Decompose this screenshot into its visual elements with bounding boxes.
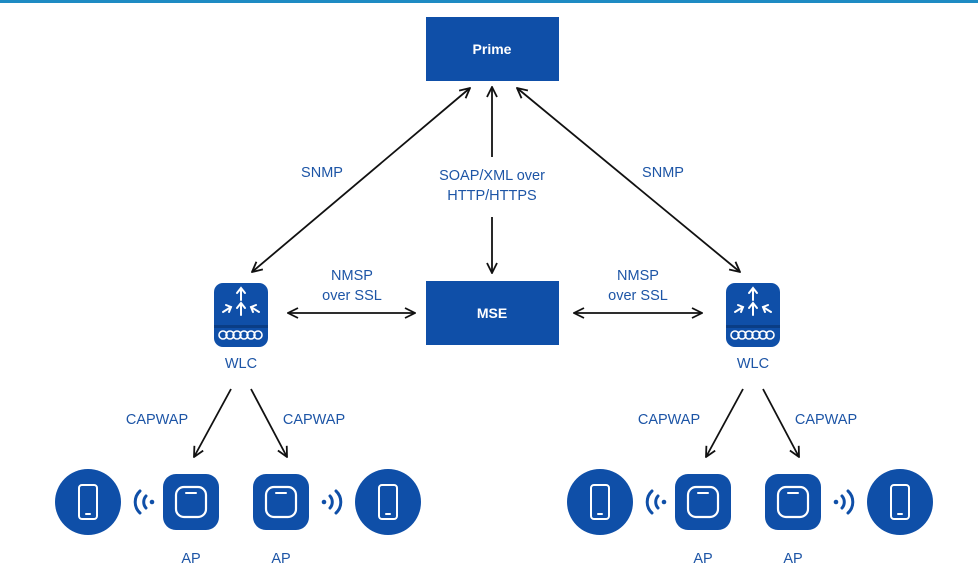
capwap-arrow-2	[250, 388, 287, 457]
nmsp-right-label-line1: NMSP	[617, 268, 659, 284]
mobile-phone-icon	[566, 468, 634, 536]
access-point-icon	[673, 472, 733, 532]
capwap-label-1: CAPWAP	[126, 412, 188, 428]
wlc-right-label: WLC	[737, 356, 769, 372]
prime-label: Prime	[473, 41, 512, 57]
access-point-icon	[763, 472, 823, 532]
access-point-icon	[251, 472, 311, 532]
ap-1: AP	[161, 472, 221, 567]
mobile-phone-icon	[866, 468, 934, 536]
capwap-arrow-3	[706, 388, 744, 457]
mobile-phone-icon	[54, 468, 122, 536]
capwap-label-4: CAPWAP	[795, 412, 857, 428]
wlc-left: WLC	[213, 282, 269, 372]
top-accent-bar	[0, 0, 978, 3]
soap-label-line1: SOAP/XML over	[439, 168, 545, 184]
nmsp-left-label-line2: over SSL	[322, 288, 382, 304]
ap-4: AP	[763, 472, 823, 567]
capwap-label-3: CAPWAP	[638, 412, 700, 428]
soap-label-line2: HTTP/HTTPS	[447, 188, 536, 204]
access-point-icon	[161, 472, 221, 532]
wireless-signal-icon	[133, 489, 156, 515]
mse-label: MSE	[477, 305, 507, 321]
snmp-right-label: SNMP	[642, 165, 684, 181]
ap-1-label: AP	[181, 551, 200, 567]
ap-2-label: AP	[271, 551, 290, 567]
ap-2: AP	[251, 472, 311, 567]
capwap-arrow-1	[194, 388, 232, 457]
wireless-signal-icon	[320, 489, 343, 515]
ap-4-label: AP	[783, 551, 802, 567]
wlc-right: WLC	[725, 282, 781, 372]
snmp-left-label: SNMP	[301, 165, 343, 181]
wireless-controller-icon	[725, 282, 781, 348]
prime-server: Prime	[426, 17, 559, 81]
ap-3: AP	[673, 472, 733, 567]
wireless-signal-icon	[832, 489, 855, 515]
nmsp-left-label-line1: NMSP	[331, 268, 373, 284]
wireless-signal-icon	[645, 489, 668, 515]
mobile-phone-icon	[354, 468, 422, 536]
mse-server: MSE	[426, 281, 559, 345]
capwap-label-2: CAPWAP	[283, 412, 345, 428]
snmp-left-arrow	[252, 88, 470, 272]
wlc-left-label: WLC	[225, 356, 257, 372]
capwap-arrow-4	[762, 388, 799, 457]
wireless-controller-icon	[213, 282, 269, 348]
ap-3-label: AP	[693, 551, 712, 567]
snmp-right-arrow	[517, 88, 740, 272]
nmsp-right-label-line2: over SSL	[608, 288, 668, 304]
